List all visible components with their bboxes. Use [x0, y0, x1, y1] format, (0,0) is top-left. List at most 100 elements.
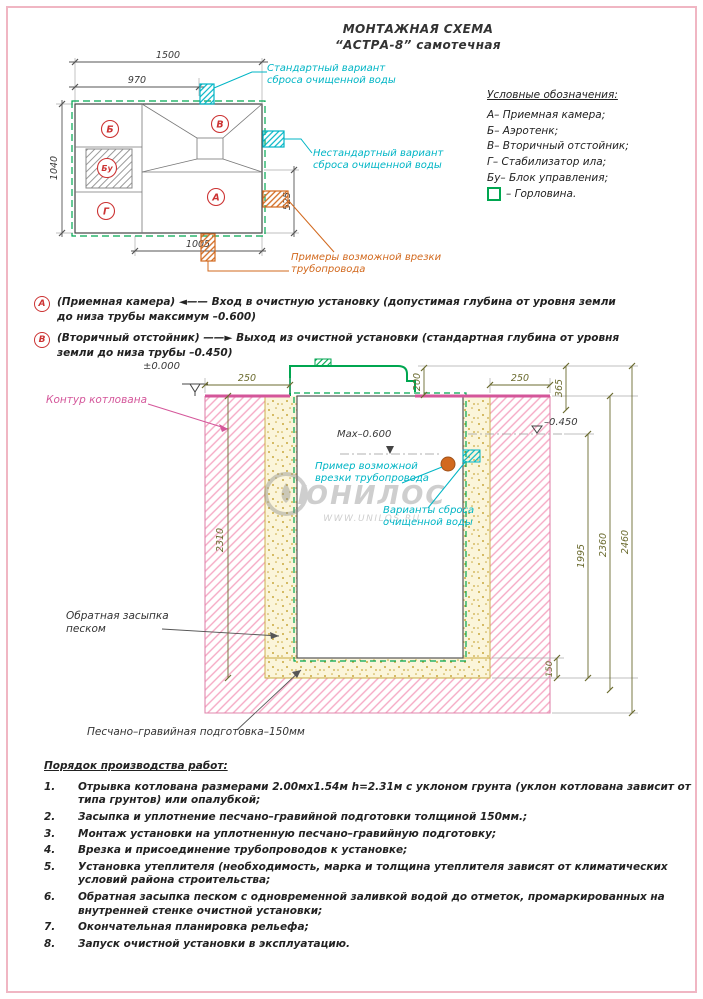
standard-discharge-label: Стандартный вариант сброса очищенной вод…: [267, 63, 396, 86]
leader-tie-in-bottom: [207, 261, 289, 272]
chamber-b-circle: [100, 119, 120, 139]
section-dimension-lines: [205, 366, 633, 713]
watermark-logo-icon: [264, 472, 308, 516]
ground-elevation-label: ±0.000: [143, 361, 181, 372]
leader-nonstandard-discharge: [284, 138, 313, 154]
chamber-v-circle: [210, 114, 230, 134]
legend-item-text: Б– Аэротенк;: [487, 124, 559, 137]
dim-150: 150: [545, 661, 555, 677]
outlet-pipe-stub: [462, 449, 481, 463]
item-text: Монтаж установки на уплотненную песчано–…: [78, 827, 497, 840]
section-dimension-ticks: [201, 362, 636, 717]
item-number: 3.: [44, 827, 56, 840]
arrow-out-icon: ——►: [203, 332, 233, 345]
watermark-name: ЮНИЛОС: [298, 481, 447, 511]
legend-item-text: В– Вторичный отстойник;: [487, 140, 629, 153]
dim-970: 970: [128, 75, 146, 86]
note-chamber: (Приемная камера): [57, 296, 176, 308]
pit-contour-label: Контур котлована: [46, 394, 148, 406]
outlet-elevation-label: –0.450: [544, 417, 578, 428]
dim-2460: 2460: [620, 530, 631, 554]
base-label: Песчано–гравийная подготовка–150мм: [87, 726, 305, 738]
note-outlet-text: (Вторичный отстойник) ——► Выход из очист…: [57, 331, 634, 360]
label-leaders: [147, 403, 302, 731]
item-text: Отрывка котлована размерами 2.00мх1.54м …: [78, 780, 691, 807]
legend-title: Условные обозначения:: [487, 89, 618, 101]
note-inlet-text: (Приемная камера) ◄—— Вход в очистную ус…: [57, 295, 634, 324]
dim-365: 365: [554, 379, 565, 397]
chamber-bu-label: Бу: [101, 164, 113, 173]
watermark-url: WWW.UNILOS.RU: [323, 514, 421, 524]
tank-section-green-contour: [293, 392, 467, 662]
plan-extension-lines: [56, 58, 299, 256]
chamber-v-badge: В: [34, 332, 50, 349]
plan-internal-walls: [75, 103, 263, 233]
leader-tie-in-section: [401, 466, 443, 484]
sand-backfill: [265, 396, 490, 678]
item-text: Обратная засыпка песком с одновременной …: [78, 891, 665, 917]
item-number: 8.: [44, 938, 56, 951]
excavation-outline: [204, 396, 551, 714]
note-outlet: В (Вторичный отстойник) ——► Выход из очи…: [34, 331, 634, 360]
dim-2360: 2360: [598, 533, 609, 557]
leader-tie-in-right: [287, 199, 335, 253]
legend-item-text: Бу– Блок управления;: [487, 171, 609, 184]
legend: Условные обозначения: А– Приемная камера…: [487, 88, 692, 202]
cover-vent: [314, 358, 332, 367]
note-chamber: (Вторичный отстойник): [57, 332, 200, 345]
item-number: 7.: [44, 921, 56, 934]
note-inlet: А (Приемная камера) ◄—— Вход в очистную …: [34, 295, 634, 324]
outlet-elevation-icon: [531, 425, 543, 434]
nonstandard-discharge-pipe: [262, 130, 285, 148]
chamber-a-label: А: [211, 193, 219, 204]
dim-2310: 2310: [215, 528, 226, 552]
legend-item: – Горловина.: [487, 187, 692, 203]
tie-in-pipe-right: [262, 190, 289, 208]
title-line1: МОНТАЖНАЯ СХЕМА: [342, 22, 494, 36]
work-order-item: 5.Установка утеплителя (необходимость, м…: [44, 861, 694, 888]
plan-view: 1500 970 1040 525 1005: [49, 50, 335, 272]
work-order: Порядок производства работ: 1.Отрывка ко…: [44, 760, 694, 955]
work-order-title: Порядок производства работ:: [44, 760, 228, 772]
chamber-markers: Б В Бу Г А: [96, 114, 230, 221]
dim-250-right: 250: [511, 373, 529, 384]
arrow-in-icon: ◄——: [178, 296, 208, 308]
note-text: Вход в очистную установку (допустимая гл…: [57, 296, 616, 323]
dim-1500: 1500: [156, 50, 180, 61]
item-number: 4.: [44, 844, 56, 857]
chamber-b-label: Б: [106, 125, 113, 136]
dim-1005: 1005: [186, 239, 210, 250]
work-order-item: 4.Врезка и присоединение трубопроводов к…: [44, 844, 694, 858]
chamber-v-label: В: [216, 120, 223, 131]
item-text: Засыпка и уплотнение песчано–гравийной п…: [78, 810, 528, 823]
chamber-g-circle: [96, 201, 116, 221]
legend-item-text: – Горловина.: [506, 187, 577, 200]
item-number: 6.: [44, 891, 56, 904]
excavation-hatch: [205, 396, 550, 713]
legend-item: Г– Стабилизатор ила;: [487, 155, 692, 171]
chamber-bu-circle: [96, 157, 118, 179]
work-order-item: 6. Обратная засыпка песком с одновременно…: [44, 891, 694, 918]
plan-dimension-ticks: [58, 58, 298, 255]
notes: А (Приемная камера) ◄—— Вход в очистную …: [34, 295, 634, 368]
manhole-cover: [289, 365, 416, 396]
tie-in-pipe-section: [440, 456, 456, 472]
work-order-item: 1.Отрывка котлована размерами 2.00мх1.54…: [44, 781, 694, 808]
tank-section: [296, 395, 464, 659]
watermark-drop-icon: [281, 483, 291, 503]
item-text: Окончательная планировка рельефа;: [78, 921, 309, 934]
section-dimension-texts: 250 200 250 365 2310 1995 2360 2460 150: [215, 373, 631, 677]
elevation-marks: [182, 383, 543, 434]
tie-in-pipe-bottom: [200, 233, 216, 262]
item-text: Запуск очистной установки в эксплуатацию…: [78, 938, 350, 951]
legend-item-text: Г– Стабилизатор ила;: [487, 156, 607, 168]
sand-outline: [264, 396, 491, 679]
watermark: ЮНИЛОС WWW.UNILOS.RU: [264, 472, 447, 524]
item-text: Установка утеплителя (необходимость, мар…: [78, 860, 668, 887]
dim-1995: 1995: [576, 544, 587, 568]
work-order-item: 8. Запуск очистной установки в эксплуатац…: [44, 938, 694, 952]
work-order-item: 2.Засыпка и уплотнение песчано–гравийной…: [44, 811, 694, 825]
leader-discharge-options: [427, 460, 467, 509]
standard-discharge-pipe: [199, 83, 215, 105]
dim-200: 200: [412, 373, 423, 391]
